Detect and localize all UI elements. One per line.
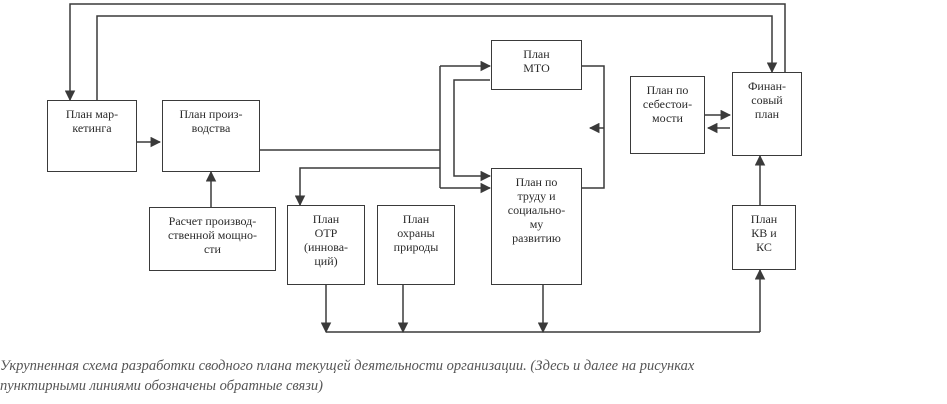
- node-otr-plan: План ОТР (иннова- ций): [287, 205, 365, 285]
- figure-caption: Укрупненная схема разработки сводного пл…: [0, 358, 695, 394]
- edge-top-outer: [64, 3, 786, 102]
- node-finance-plan: Финан- совый план: [732, 72, 802, 156]
- edge-mto-join: [582, 65, 605, 189]
- edge-inner-loop: [453, 79, 492, 182]
- node-mto-plan: План МТО: [491, 40, 582, 90]
- edge-feedback-otr: [294, 167, 440, 207]
- node-labor-plan: План по труду и социально- му развитию: [491, 168, 582, 285]
- node-capacity-calc: Расчет производ- ственной мощно- сти: [149, 207, 276, 271]
- node-marketing-plan: План мар- кетинга: [47, 100, 137, 172]
- node-kv-plan: План КВ и КС: [732, 205, 796, 270]
- edge-top-inner: [96, 15, 778, 100]
- node-production-plan: План произ- водства: [162, 100, 260, 172]
- node-cost-plan: План по себестои- мости: [630, 76, 705, 154]
- node-nature-plan: План охраны природы: [377, 205, 455, 285]
